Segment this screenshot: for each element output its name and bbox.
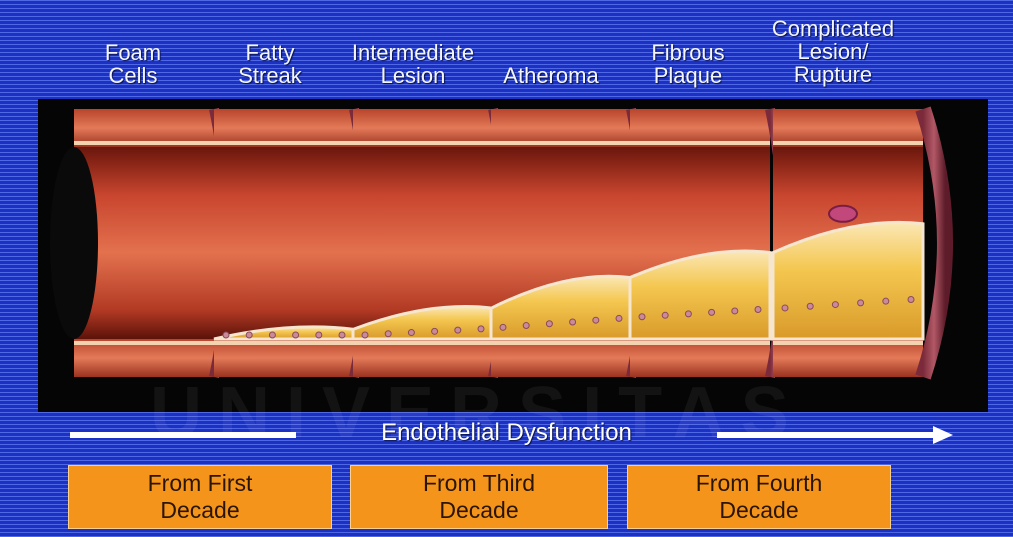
foam-cell-dot [293, 332, 299, 338]
foam-cell-dot [832, 302, 838, 308]
lower-intima-intermediate-lesion [353, 341, 493, 345]
lower-intima-fatty-streak [214, 341, 354, 345]
lumen-fatty-streak [214, 147, 354, 339]
upper-intima-complicated-lesion [773, 141, 923, 145]
foam-cell-dot [782, 305, 788, 311]
foam-cell-dot [908, 296, 914, 302]
foam-cell-dot [500, 324, 506, 330]
foam-cell-dot [807, 303, 813, 309]
lower-intima-foam-cells [74, 341, 214, 345]
upper-intima-atheroma [491, 141, 631, 145]
lower-intima-complicated-lesion [773, 341, 923, 345]
rupture-thrombus [829, 206, 857, 222]
artery-segment-intermediate-lesion [353, 109, 507, 377]
artery-segment-fatty-streak [214, 109, 368, 377]
upper-intima-fatty-streak [214, 141, 354, 145]
foam-cell-dot [546, 321, 552, 327]
foam-cell-dot [432, 328, 438, 334]
artery-segment-atheroma [491, 109, 645, 377]
foam-cell-dot [478, 326, 484, 332]
foam-cell-dot [269, 332, 275, 338]
foam-cell-dot [593, 317, 599, 323]
segment-rim-complicated-lesion [923, 109, 945, 377]
foam-cell-dot [709, 309, 715, 315]
foam-cell-dot [616, 315, 622, 321]
stage-label-atheroma: Atheroma [476, 64, 626, 87]
artery-segment-complicated-lesion [773, 109, 945, 377]
foam-cell-dot [408, 330, 414, 336]
foam-cell-dot [523, 323, 529, 329]
foam-cell-dot [732, 308, 738, 314]
endothelial-dysfunction-caption: Endothelial Dysfunction [0, 419, 1013, 447]
foam-cell-dot [662, 312, 668, 318]
artery-segment-fibrous-plaque [630, 109, 784, 377]
foam-cell-dot [685, 311, 691, 317]
foam-cell-dot [385, 331, 391, 337]
foam-cell-dot [316, 332, 322, 338]
upper-intima-fibrous-plaque [630, 141, 770, 145]
lumen-opening [50, 147, 98, 339]
foam-cell-dot [362, 332, 368, 338]
lower-intima-fibrous-plaque [630, 341, 770, 345]
foam-cell-dot [570, 319, 576, 325]
foam-cell-dot [223, 332, 229, 338]
foam-cell-dot [883, 298, 889, 304]
foam-cell-dot [639, 314, 645, 320]
artery-panel [38, 99, 988, 412]
artery-illustration [38, 99, 988, 412]
lower-intima-atheroma [491, 341, 631, 345]
upper-intima-foam-cells [74, 141, 214, 145]
foam-cell-dot [858, 300, 864, 306]
upper-intima-intermediate-lesion [353, 141, 493, 145]
foam-cell-dot [455, 327, 461, 333]
foam-cell-dot [246, 332, 252, 338]
foam-cell-dot [755, 307, 761, 313]
foam-cell-dot [339, 332, 345, 338]
